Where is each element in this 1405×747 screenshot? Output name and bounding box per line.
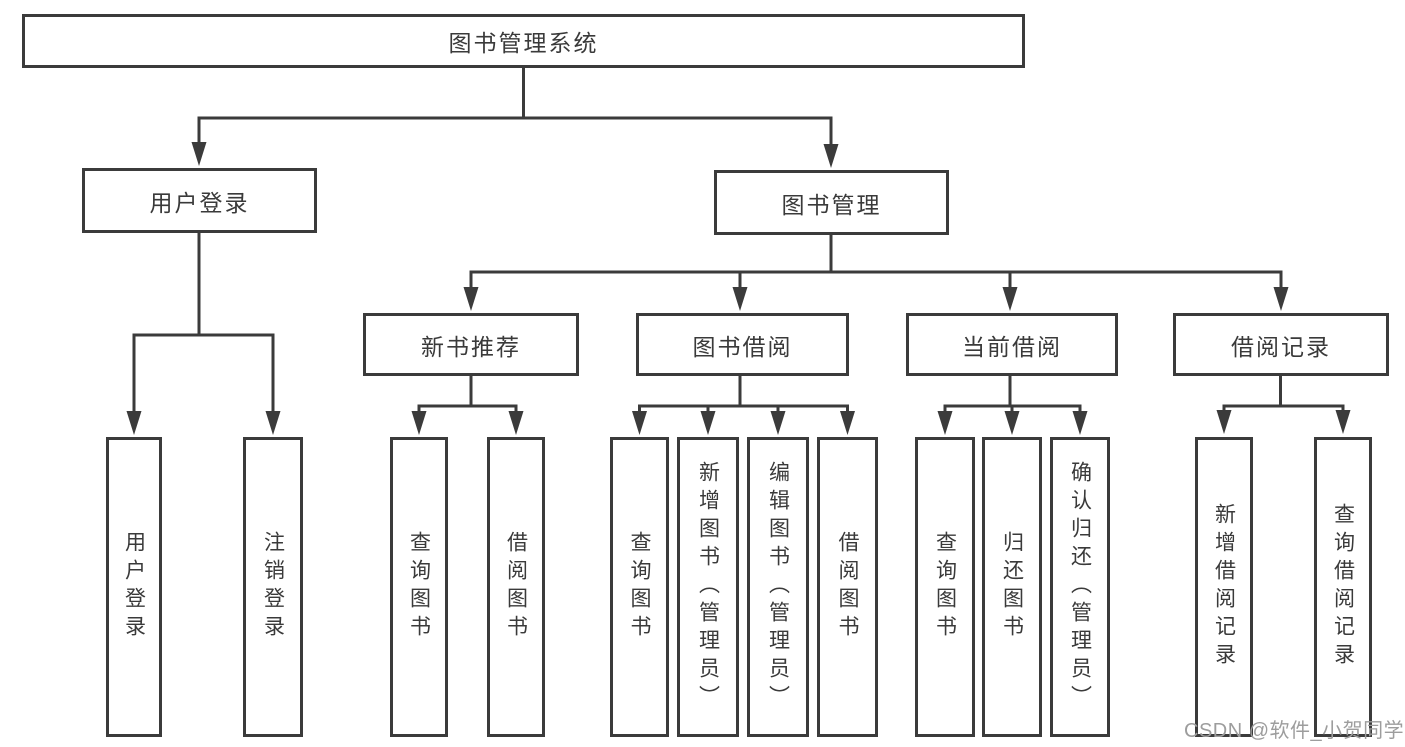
arrowhead-user-login <box>191 142 207 166</box>
arrowhead-user-login-leaf1 <box>126 411 142 435</box>
leaf-query-books-current: 查询图书 <box>915 437 975 737</box>
leaf-borrow-books-recommend: 借阅图书 <box>487 437 545 737</box>
connector-book-borrow-fork <box>638 404 849 416</box>
node-new-book-recommend: 新书推荐 <box>363 313 579 376</box>
arrowhead-book-borrow <box>732 287 748 311</box>
arrowhead-borrow-record <box>1273 287 1289 311</box>
arrowhead-book-borrow-leaf3 <box>770 411 786 435</box>
connector-level2-fork <box>197 116 833 150</box>
arrowhead-book-borrow-leaf2 <box>700 411 716 435</box>
leaf-add-borrow-record: 新增借阅记录 <box>1195 437 1253 737</box>
connector-level3-fork <box>469 270 1283 292</box>
arrowhead-user-login-leaf2 <box>265 411 281 435</box>
node-current-borrowing: 当前借阅 <box>906 313 1118 376</box>
arrowhead-current-borrow-leaf1 <box>937 411 953 435</box>
arrowhead-current-borrow-leaf2 <box>1004 411 1020 435</box>
node-borrowing-records: 借阅记录 <box>1173 313 1389 376</box>
leaf-confirm-return-admin: 确认归还（管理员） <box>1050 437 1110 737</box>
connector-new-book-fork <box>417 404 518 416</box>
node-book-borrowing: 图书借阅 <box>636 313 849 376</box>
node-root-system: 图书管理系统 <box>22 14 1025 68</box>
leaf-query-books-recommend: 查询图书 <box>390 437 448 737</box>
arrowhead-book-borrow-leaf4 <box>840 411 855 435</box>
csdn-watermark: CSDN @软件_小贺同学 <box>1184 720 1405 742</box>
leaf-return-books: 归还图书 <box>982 437 1042 737</box>
connector-user-login-fork <box>132 333 275 416</box>
arrowhead-book-borrow-leaf1 <box>632 411 647 435</box>
arrowhead-borrow-record-leaf1 <box>1216 410 1232 434</box>
arrowhead-borrow-record-leaf2 <box>1335 410 1351 434</box>
leaf-query-books-borrowing: 查询图书 <box>610 437 669 737</box>
arrowhead-new-book-leaf2 <box>508 411 524 435</box>
arrowhead-current-borrow-leaf3 <box>1072 411 1088 435</box>
leaf-add-books-admin: 新增图书（管理员） <box>677 437 739 737</box>
arrowhead-current-borrow <box>1002 287 1018 311</box>
arrowhead-new-book <box>463 287 479 311</box>
node-user-login: 用户登录 <box>82 168 317 233</box>
leaf-user-login: 用户登录 <box>106 437 162 737</box>
node-book-management: 图书管理 <box>714 170 949 235</box>
connector-borrow-record-fork <box>1222 404 1345 416</box>
leaf-edit-books-admin: 编辑图书（管理员） <box>747 437 809 737</box>
arrowhead-new-book-leaf1 <box>411 411 427 435</box>
leaf-query-borrow-record: 查询借阅记录 <box>1314 437 1372 737</box>
leaf-borrow-books: 借阅图书 <box>817 437 878 737</box>
arrowhead-book-management <box>823 144 839 168</box>
leaf-logout: 注销登录 <box>243 437 303 737</box>
